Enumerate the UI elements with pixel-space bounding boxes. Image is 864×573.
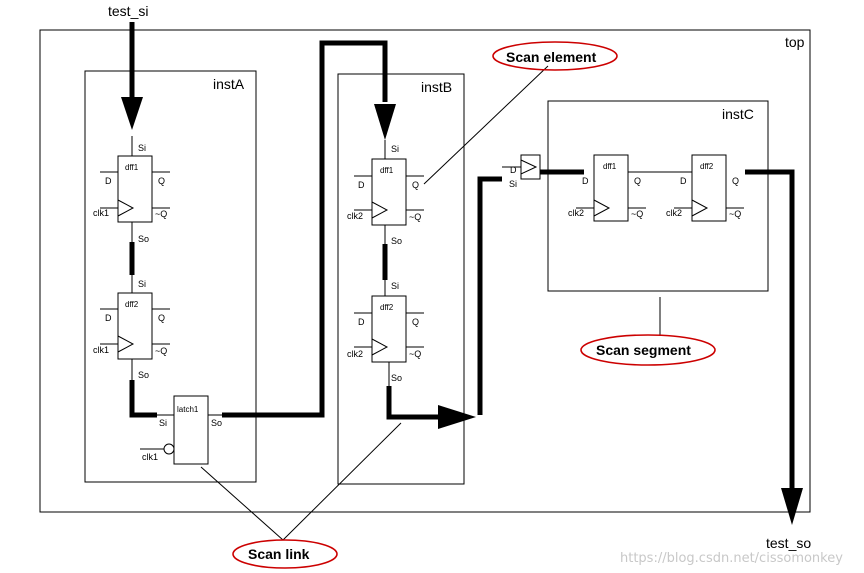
instA-dff1-clk-pin: clk1 — [93, 208, 109, 218]
instB-dff1-so-pin: So — [391, 236, 402, 246]
instA-dff2: dff2 Si D Q clk1 ~Q So — [93, 275, 170, 380]
latch1-clk-pin: clk1 — [142, 452, 158, 462]
instC-dff1-clk-pin: clk2 — [568, 208, 584, 218]
instA-latch1: latch1 Si So clk1 — [140, 395, 222, 465]
instA-dff2-si-pin: Si — [138, 279, 146, 289]
instC-dff2-name: dff2 — [700, 162, 714, 171]
scan-element-label: Scan element — [506, 49, 597, 65]
instA-dff1-so-pin: So — [138, 234, 149, 244]
instB-dff2-q-pin: Q — [412, 317, 419, 327]
instB-dff1-qn-pin: ~Q — [409, 212, 421, 222]
instA-dff2-so-pin: So — [138, 370, 149, 380]
instB-module-box — [337, 73, 465, 485]
instA-module-box — [84, 70, 257, 483]
instB-dff2-clk-pin: clk2 — [347, 349, 363, 359]
instA-module-label: instA — [213, 76, 245, 92]
instA-dff2-qn-pin: ~Q — [155, 346, 167, 356]
instB-dff2-name: dff2 — [380, 303, 394, 312]
instA-dff1-name: dff1 — [125, 163, 139, 172]
latch1-so-pin: So — [211, 418, 222, 428]
instA-dff1: dff1 Si D Q clk1 ~Q So — [93, 136, 170, 244]
scan-segment-label: Scan segment — [596, 342, 691, 358]
latch1-si-pin: Si — [159, 418, 167, 428]
instA-dff1-q-pin: Q — [158, 176, 165, 186]
instA-dff2-d-pin: D — [105, 313, 112, 323]
instC-dff2-clk-pin: clk2 — [666, 208, 682, 218]
instC-dff1-d-pin: D — [582, 176, 589, 186]
instB-dff1: dff1 Si D Q clk2 ~Q So — [347, 140, 424, 246]
instB-dff1-clk-pin: clk2 — [347, 211, 363, 221]
instC-input-buffer: D Si — [502, 154, 541, 189]
instA-dff2-q-pin: Q — [158, 313, 165, 323]
scan-link-label: Scan link — [248, 546, 310, 562]
instB-dff1-q-pin: Q — [412, 180, 419, 190]
instA-dff1-d-pin: D — [105, 176, 112, 186]
test-si-port-label: test_si — [108, 3, 148, 19]
instC-buffer-d-pin: D — [510, 165, 517, 175]
scan-element-callout: Scan element — [423, 41, 618, 185]
instA-dff2-clk-pin: clk1 — [93, 345, 109, 355]
instC-module-box — [547, 100, 769, 292]
instB-dff1-d-pin: D — [358, 180, 365, 190]
instB-dff2-so-pin: So — [391, 373, 402, 383]
instB-dff2-d-pin: D — [358, 317, 365, 327]
instB-dff1-name: dff1 — [380, 166, 394, 175]
scan-path — [121, 22, 803, 525]
latch1-name: latch1 — [177, 405, 199, 414]
watermark: https://blog.csdn.net/cissomonkey — [620, 551, 843, 566]
instA-dff1-qn-pin: ~Q — [155, 209, 167, 219]
instC-buffer-si-pin: Si — [509, 179, 517, 189]
instC-dff1-qn-pin: ~Q — [631, 209, 643, 219]
top-module-box — [39, 29, 811, 513]
instB-module-label: instB — [421, 79, 452, 95]
instC-module-label: instC — [722, 106, 754, 122]
instB-dff2-si-pin: Si — [391, 281, 399, 291]
instB-dff1-si-pin: Si — [391, 144, 399, 154]
instC-dff2-q-pin: Q — [732, 176, 739, 186]
scan-link-callout: Scan link — [200, 422, 402, 569]
instC-dff2: dff2 D Q clk2 ~Q — [666, 154, 744, 222]
instC-dff1-q-pin: Q — [634, 176, 641, 186]
instA-dff1-si-pin: Si — [138, 143, 146, 153]
test-so-port-label: test_so — [766, 535, 811, 551]
top-module-label: top — [785, 34, 805, 50]
instC-dff1: dff1 D Q clk2 ~Q — [568, 154, 692, 222]
instC-dff2-d-pin: D — [680, 176, 687, 186]
instC-dff1-name: dff1 — [603, 162, 617, 171]
instB-dff2-qn-pin: ~Q — [409, 349, 421, 359]
instA-dff2-name: dff2 — [125, 300, 139, 309]
instB-dff2: dff2 Si D Q clk2 ~Q So — [347, 280, 424, 386]
instC-dff2-qn-pin: ~Q — [729, 209, 741, 219]
scan-segment-callout: Scan segment — [580, 297, 716, 366]
